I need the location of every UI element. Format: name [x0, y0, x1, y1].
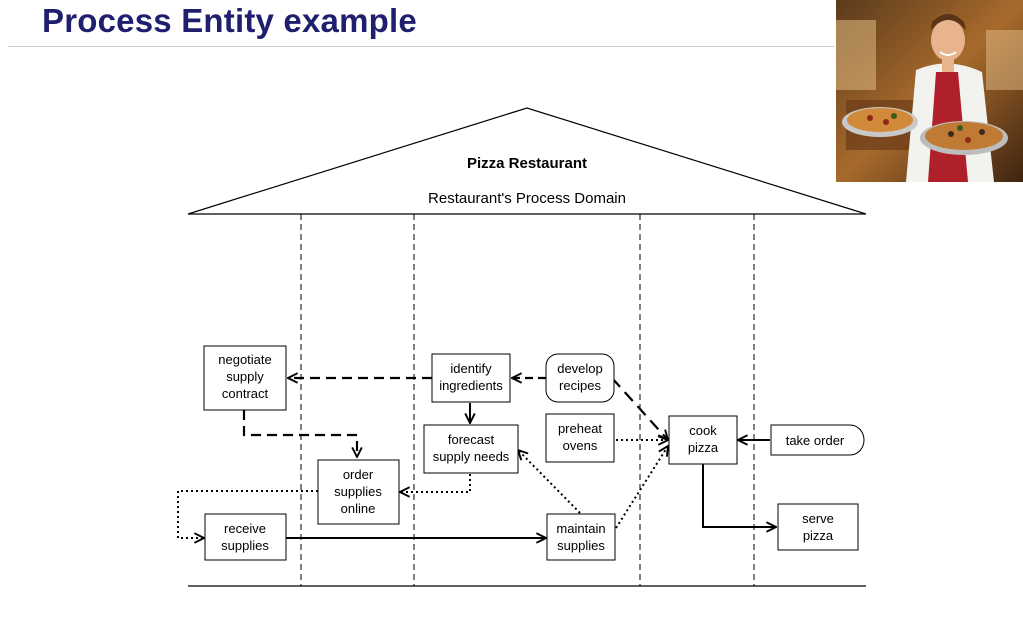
svg-text:maintain: maintain — [556, 521, 605, 536]
node-serve-pizza: serve pizza — [777, 503, 859, 551]
svg-text:ovens: ovens — [563, 438, 598, 453]
edge-develop-cook — [611, 377, 668, 440]
svg-text:receive: receive — [224, 521, 266, 536]
domain-roof — [187, 107, 867, 215]
diagram-title: Pizza Restaurant — [467, 155, 587, 172]
svg-text:preheat: preheat — [558, 421, 602, 436]
svg-text:supply: supply — [226, 369, 264, 384]
swimlane-dividers — [300, 214, 755, 586]
edge-cook-serve — [702, 464, 776, 527]
node-identify-ingredients: identify ingredients — [431, 353, 511, 403]
node-order-supplies-online: order supplies online — [317, 459, 400, 525]
svg-text:recipes: recipes — [559, 378, 601, 393]
title-divider — [8, 46, 834, 47]
svg-text:forecast: forecast — [448, 432, 495, 447]
svg-text:pizza: pizza — [803, 528, 834, 543]
svg-text:supplies: supplies — [557, 538, 605, 553]
svg-text:identify: identify — [450, 361, 492, 376]
svg-text:order: order — [343, 467, 374, 482]
node-maintain-supplies: maintain supplies — [546, 513, 616, 561]
svg-text:take order: take order — [786, 433, 845, 448]
svg-text:cook: cook — [689, 423, 717, 438]
svg-text:ingredients: ingredients — [439, 378, 503, 393]
node-receive-supplies: receive supplies — [204, 513, 287, 561]
node-develop-recipes: develop recipes — [545, 353, 615, 403]
node-take-order: take order — [770, 424, 865, 456]
edge-forecast-order — [400, 474, 471, 492]
edge-negotiate-order — [242, 410, 357, 457]
node-cook-pizza: cook pizza — [668, 415, 738, 465]
diagram-subtitle: Restaurant's Process Domain — [428, 190, 626, 207]
svg-text:supplies: supplies — [221, 538, 269, 553]
svg-text:online: online — [341, 501, 376, 516]
waiter-pizza-photo — [836, 0, 1023, 182]
node-preheat-ovens: preheat ovens — [545, 413, 615, 463]
svg-text:supply needs: supply needs — [433, 449, 510, 464]
svg-text:pizza: pizza — [688, 440, 719, 455]
svg-text:contract: contract — [222, 386, 269, 401]
svg-text:supplies: supplies — [334, 484, 382, 499]
svg-text:serve: serve — [802, 511, 834, 526]
edge-maintain-cook — [615, 446, 668, 529]
slide-title: Process Entity example — [42, 2, 417, 39]
svg-text:negotiate: negotiate — [218, 352, 272, 367]
node-negotiate-supply-contract: negotiate supply contract — [203, 345, 287, 411]
edge-order-receive — [177, 490, 318, 538]
svg-text:develop: develop — [557, 361, 603, 376]
node-forecast-supply-needs: forecast supply needs — [423, 424, 519, 474]
